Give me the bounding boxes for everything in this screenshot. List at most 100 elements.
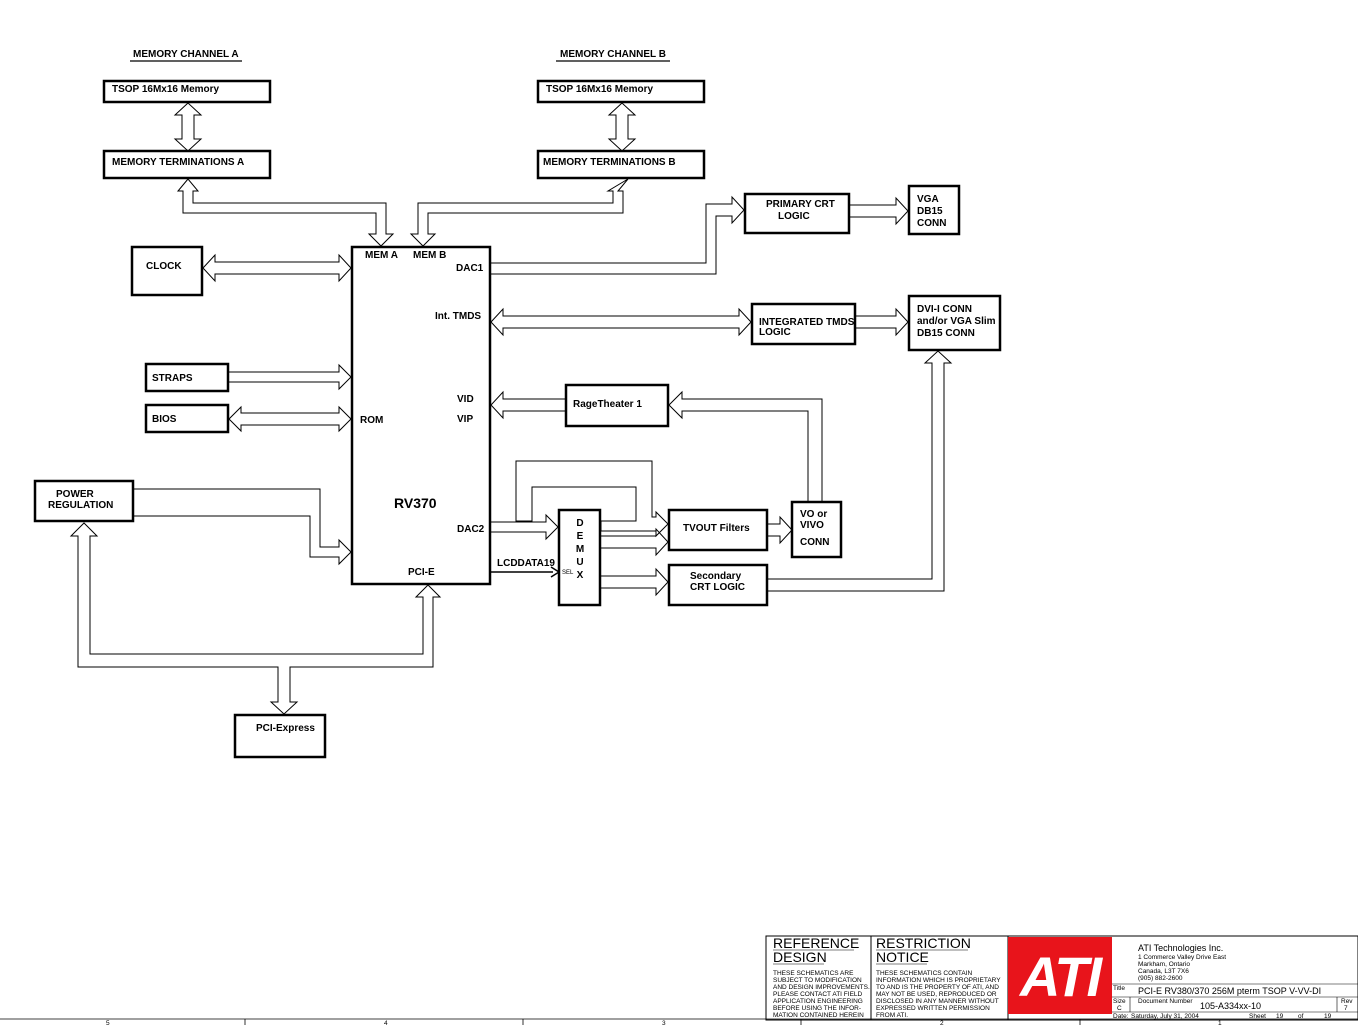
bios-arrow: [228, 405, 352, 433]
memory-b-box: [536, 79, 706, 104]
memory-a-box: [102, 79, 272, 104]
power-label-2: REGULATION: [48, 500, 113, 511]
chip-name: RV370: [394, 495, 437, 511]
svg-text:Markham, Ontario: Markham, Ontario: [1138, 961, 1190, 968]
svg-text:U: U: [576, 557, 583, 568]
vga-label-1: VGA: [917, 194, 939, 205]
vga-label-3: CONN: [917, 218, 946, 229]
svg-text:19: 19: [1324, 1013, 1332, 1020]
lcddata-label: LCDDATA19: [497, 558, 555, 569]
pcie-bus-arrow: [69, 522, 442, 715]
rage-theater-label: RageTheater 1: [573, 399, 642, 410]
pin-mem-b: MEM B: [413, 250, 446, 261]
svg-text:Document Number: Document Number: [1138, 998, 1193, 1005]
secondary-crt-box: [667, 563, 769, 607]
pin-tmds: Int. TMDS: [435, 311, 481, 322]
mem-b-term-arrow: [607, 102, 637, 152]
channel-a-title: MEMORY CHANNEL A: [133, 49, 239, 60]
dvi-box: [907, 294, 1002, 352]
secondary-crt-label-2: CRT LOGIC: [690, 582, 745, 593]
dvi-label-1: DVI-I CONN: [917, 304, 972, 315]
svg-text:(905) 882-2600: (905) 882-2600: [1138, 975, 1183, 982]
svg-text:1: 1: [1218, 1020, 1222, 1025]
tmds-logic-box: [750, 302, 857, 346]
term-a-mem-a-arrow: [176, 178, 395, 247]
memory-a-label: TSOP 16Mx16 Memory: [112, 84, 220, 95]
clock-label: CLOCK: [146, 261, 182, 272]
bios-box: [144, 403, 230, 434]
ref-design-1: REFERENCE: [773, 935, 859, 951]
straps-box: [144, 362, 230, 393]
secondary-dvi-arrow: [768, 350, 953, 592]
straps-label: STRAPS: [152, 373, 193, 384]
clock-box: [130, 245, 204, 297]
svg-text:19: 19: [1276, 1013, 1284, 1020]
tmds-arrow: [490, 307, 752, 337]
vo-label-2: VIVO: [800, 520, 824, 531]
svg-text:PLEASE CONTACT ATI FIELD: PLEASE CONTACT ATI FIELD: [773, 991, 863, 998]
pin-vid: VID: [457, 394, 474, 405]
term-a-label: MEMORY TERMINATIONS A: [112, 157, 244, 168]
straps-arrow: [229, 363, 352, 391]
svg-text:Sheet: Sheet: [1249, 1013, 1266, 1020]
svg-text:BEFORE USING THE INFOR-: BEFORE USING THE INFOR-: [773, 1005, 861, 1012]
restriction-1: RESTRICTION: [876, 935, 971, 951]
mem-a-term-arrow: [173, 102, 203, 152]
rt-vid-arrow: [490, 390, 565, 420]
drawing-date: Saturday, July 31, 2004: [1131, 1013, 1199, 1020]
svg-text:5: 5: [106, 1020, 110, 1025]
pin-pcie: PCI-E: [408, 567, 435, 578]
vo-box: [790, 500, 843, 559]
svg-text:2: 2: [940, 1020, 944, 1025]
svg-text:MATION CONTAINED HEREIN: MATION CONTAINED HEREIN: [773, 1012, 864, 1019]
svg-text:Size: Size: [1113, 998, 1126, 1005]
svg-text:E: E: [577, 531, 584, 542]
svg-text:APPLICATION ENGINEERING: APPLICATION ENGINEERING: [773, 998, 863, 1005]
dac1-crt-arrow: [491, 195, 745, 275]
drawing-title: PCI-E RV380/370 256M pterm TSOP V-VV-DI: [1138, 986, 1321, 996]
rage-theater-box: [564, 383, 670, 428]
demux-letters: D E M U X: [576, 518, 584, 581]
svg-text:1 Commerce Valley Drive East: 1 Commerce Valley Drive East: [1138, 954, 1226, 961]
vga-label-2: DB15: [917, 206, 943, 217]
svg-text:7: 7: [1344, 1005, 1348, 1012]
svg-text:DISCLOSED IN ANY MANNER WITHOU: DISCLOSED IN ANY MANNER WITHOUT: [876, 998, 999, 1005]
pin-dac2: DAC2: [457, 524, 485, 535]
clock-arrow: [202, 253, 352, 283]
dvi-label-3: DB15 CONN: [917, 328, 975, 339]
svg-text:of: of: [1298, 1013, 1304, 1020]
demux-sel-label: SEL: [562, 570, 574, 576]
svg-text:INFORMATION WHICH IS PROPRIETA: INFORMATION WHICH IS PROPRIETARY: [876, 977, 1001, 984]
vo-rt-arrow: [668, 390, 823, 501]
svg-text:AND DESIGN IMPROVEMENTS.: AND DESIGN IMPROVEMENTS.: [773, 984, 870, 991]
tvout-vo-arrow: [768, 515, 793, 545]
pin-mem-a: MEM A: [365, 250, 398, 261]
svg-text:D: D: [576, 518, 583, 529]
vga-box: [907, 184, 961, 236]
power-box: [33, 479, 135, 523]
bios-label: BIOS: [152, 414, 177, 425]
svg-text:Date:: Date:: [1113, 1013, 1129, 1020]
vo-label-1: VO or: [800, 509, 827, 520]
title-block: REFERENCE DESIGN THESE SCHEMATICS ARE SU…: [765, 935, 1358, 1021]
border-ticks: 5 4 3 2 1: [0, 1018, 1358, 1025]
dvi-label-2: and/or VGA Slim: [917, 316, 996, 327]
channel-b-title: MEMORY CHANNEL B: [560, 49, 666, 60]
tmds-logic-label-1: INTEGRATED TMDS: [759, 317, 855, 328]
svg-text:3: 3: [662, 1020, 666, 1025]
company-name: ATI Technologies Inc.: [1138, 943, 1223, 953]
document-number: 105-A334xx-10: [1200, 1001, 1261, 1011]
primary-crt-label-2: LOGIC: [778, 211, 810, 222]
svg-text:MAY NOT BE USED, REPRODUCED OR: MAY NOT BE USED, REPRODUCED OR: [876, 991, 997, 998]
pci-express-box: [233, 713, 327, 759]
ati-logo-text: ATI: [1018, 945, 1103, 1008]
svg-text:Rev: Rev: [1341, 998, 1353, 1005]
svg-text:EXPRESSED WRITTEN PERMISSION: EXPRESSED WRITTEN PERMISSION: [876, 1005, 990, 1012]
vo-label-3: CONN: [800, 537, 829, 548]
svg-text:FROM ATI.: FROM ATI.: [876, 1012, 908, 1019]
svg-text:M: M: [576, 544, 584, 555]
pin-dac1: DAC1: [456, 263, 484, 274]
demux-box: [557, 508, 602, 607]
term-a-box: [102, 149, 272, 180]
